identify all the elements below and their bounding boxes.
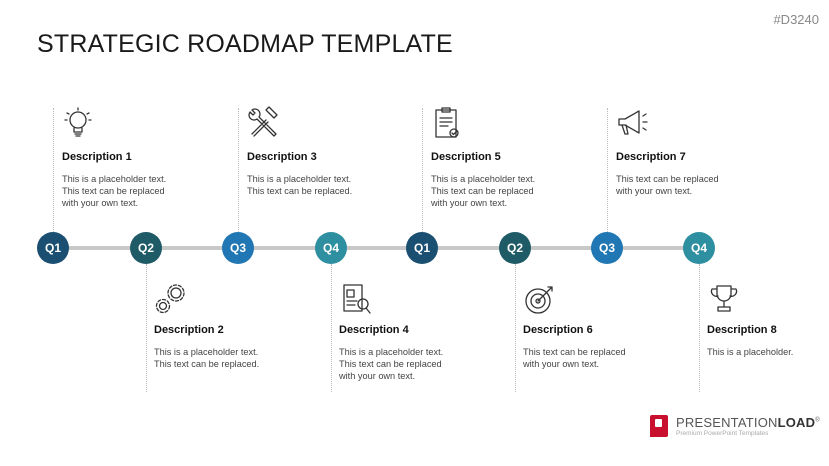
milestone-title: Description 4 bbox=[339, 324, 409, 336]
quarter-node: Q3 bbox=[591, 232, 623, 264]
milestone-text: This text can be replaced with your own … bbox=[616, 174, 719, 196]
milestone-text: This text can be replaced with your own … bbox=[523, 347, 626, 369]
connector-line bbox=[515, 264, 516, 392]
document-search-icon bbox=[343, 284, 371, 314]
milestone-title: Description 1 bbox=[62, 151, 132, 163]
gears-icon bbox=[155, 284, 185, 314]
milestone-item: Description 7 This text can be replaced w… bbox=[616, 151, 726, 197]
milestone-title: Description 6 bbox=[523, 324, 593, 336]
connector-line bbox=[238, 108, 239, 232]
milestone-text: This is a placeholder text. This text ca… bbox=[62, 174, 167, 208]
quarter-node: Q2 bbox=[130, 232, 162, 264]
megaphone-icon bbox=[618, 110, 648, 135]
clipboard-check-icon bbox=[435, 107, 459, 138]
logo-brand-bold: LOAD bbox=[777, 415, 816, 430]
connector-line bbox=[331, 264, 332, 392]
milestone-item: Description 2 This is a placeholder text.… bbox=[154, 324, 264, 370]
connector-line bbox=[699, 264, 700, 392]
connector-line bbox=[146, 264, 147, 392]
milestone-text: This is a placeholder text. This text ca… bbox=[154, 347, 260, 369]
milestone-item: Description 6 This text can be replaced w… bbox=[523, 324, 633, 370]
logo-brand: PRESENTATION bbox=[676, 415, 778, 430]
milestone-title: Description 7 bbox=[616, 151, 686, 163]
tools-icon bbox=[248, 106, 278, 137]
logo-registered: ® bbox=[815, 417, 820, 424]
connector-line bbox=[53, 108, 54, 232]
milestone-item: Description 8 This is a placeholder. bbox=[707, 324, 817, 358]
milestone-title: Description 3 bbox=[247, 151, 317, 163]
milestone-text: This is a placeholder text. This text ca… bbox=[339, 347, 444, 381]
milestone-title: Description 2 bbox=[154, 324, 224, 336]
quarter-node: Q3 bbox=[222, 232, 254, 264]
milestone-item: Description 1 This is a placeholder text.… bbox=[62, 151, 172, 209]
milestone-title: Description 5 bbox=[431, 151, 501, 163]
milestone-item: Description 3 This is a placeholder text.… bbox=[247, 151, 357, 197]
quarter-node: Q1 bbox=[406, 232, 438, 264]
lightbulb-icon bbox=[64, 107, 92, 137]
quarter-node: Q4 bbox=[683, 232, 715, 264]
milestone-text: This is a placeholder. bbox=[707, 347, 794, 357]
connector-line bbox=[607, 108, 608, 232]
logo-mark-icon bbox=[650, 415, 668, 437]
connector-line bbox=[422, 108, 423, 232]
trophy-icon bbox=[710, 285, 738, 312]
page-title: STRATEGIC ROADMAP TEMPLATE bbox=[37, 30, 453, 58]
presentationload-logo: PRESENTATIONLOAD® Premium PowerPoint Tem… bbox=[650, 415, 820, 437]
milestone-text: This is a placeholder text. This text ca… bbox=[431, 174, 536, 208]
quarter-node: Q2 bbox=[499, 232, 531, 264]
target-icon bbox=[525, 286, 553, 314]
timeline-track bbox=[53, 246, 699, 250]
milestone-title: Description 8 bbox=[707, 324, 777, 336]
quarter-node: Q1 bbox=[37, 232, 69, 264]
milestone-item: Description 4 This is a placeholder text.… bbox=[339, 324, 449, 382]
milestone-item: Description 5 This is a placeholder text.… bbox=[431, 151, 541, 209]
quarter-node: Q4 bbox=[315, 232, 347, 264]
logo-tagline: Premium PowerPoint Templates bbox=[676, 430, 769, 437]
milestone-text: This is a placeholder text. This text ca… bbox=[247, 174, 353, 196]
slide-code: #D3240 bbox=[773, 12, 819, 27]
